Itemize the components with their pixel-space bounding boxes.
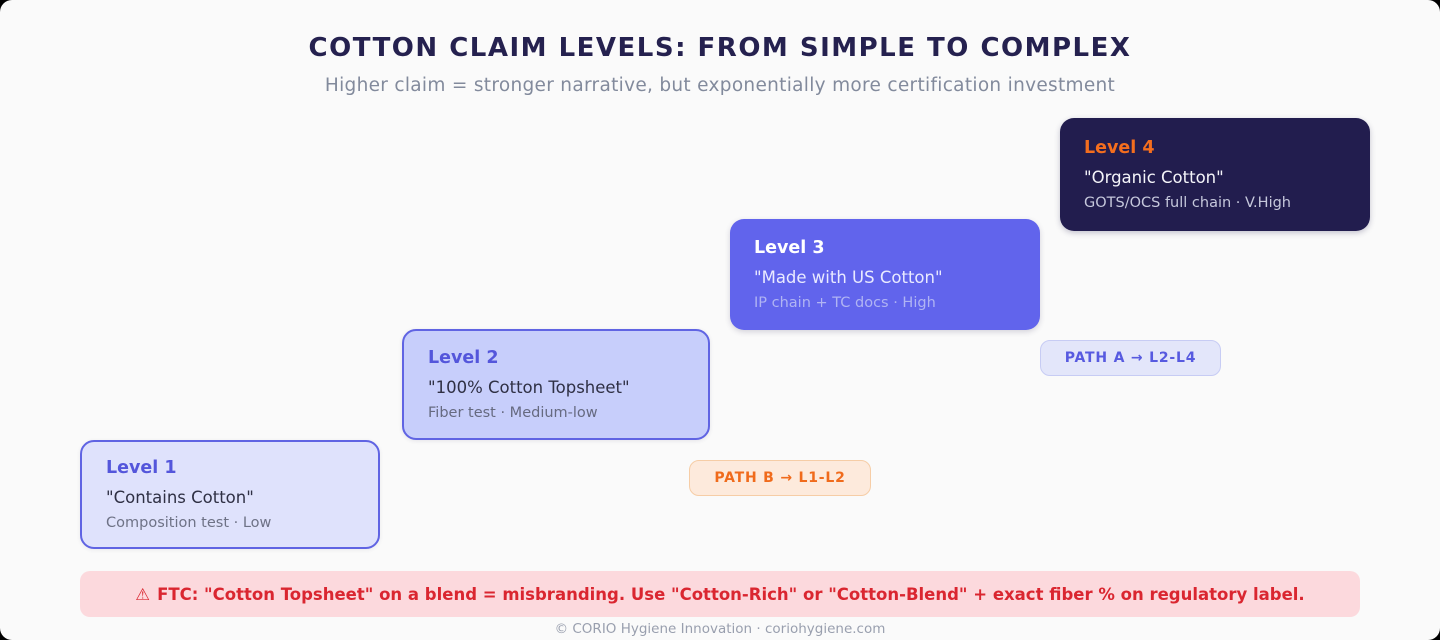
level-1-claim: "Contains Cotton" [106,488,254,507]
level-3-card: Level 3 "Made with US Cotton" IP chain +… [730,219,1040,330]
level-2-detail: Fiber test · Medium-low [428,405,598,421]
warning-text: FTC: "Cotton Topsheet" on a blend = misb… [157,584,1305,604]
level-1-card: Level 1 "Contains Cotton" Composition te… [80,440,380,549]
page-subtitle: Higher claim = stronger narrative, but e… [324,75,1116,96]
level-4-claim: "Organic Cotton" [1084,168,1224,187]
page-title: COTTON CLAIM LEVELS: FROM SIMPLE TO COMP… [308,33,1132,63]
level-3-detail: IP chain + TC docs · High [754,295,936,311]
path-a-badge: PATH A → L2-L4 [1040,340,1221,376]
level-4-name: Level 4 [1084,138,1155,158]
ftc-warning-banner: ⚠ FTC: "Cotton Topsheet" on a blend = mi… [80,571,1360,617]
level-2-claim: "100% Cotton Topsheet" [428,378,630,397]
level-2-card: Level 2 "100% Cotton Topsheet" Fiber tes… [402,329,710,440]
level-3-claim: "Made with US Cotton" [754,268,943,287]
level-4-detail: GOTS/OCS full chain · V.High [1084,195,1291,211]
level-4-card: Level 4 "Organic Cotton" GOTS/OCS full c… [1060,118,1370,231]
level-2-name: Level 2 [428,348,499,368]
level-1-name: Level 1 [106,458,177,478]
path-b-badge: PATH B → L1-L2 [689,460,871,496]
level-1-detail: Composition test · Low [106,515,272,531]
level-3-name: Level 3 [754,238,825,258]
footer-credit: © CORIO Hygiene Innovation · coriohygien… [554,621,886,637]
warning-icon: ⚠ [135,584,151,604]
